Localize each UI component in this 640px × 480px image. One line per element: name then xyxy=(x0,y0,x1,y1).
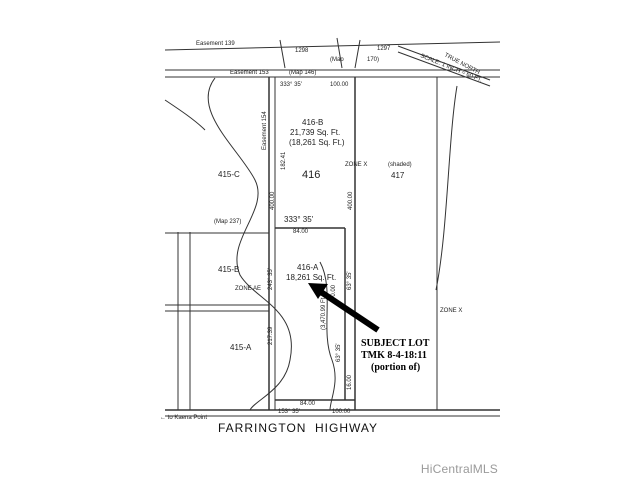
mid-bearing: 333° 35' xyxy=(284,215,314,224)
watermark: HiCentralMLS xyxy=(420,462,498,476)
map-237-label: (Map 237) xyxy=(214,219,241,225)
lot-415a-label: 415-A xyxy=(230,343,252,352)
bearing-63-b: 63° 35' xyxy=(336,343,342,362)
lot-415b-label: 415-B xyxy=(218,265,239,274)
bearing-63-a: 63° 35' xyxy=(347,271,353,290)
dim-400-right: 400.00 xyxy=(348,191,354,210)
lot-416a-area: 18,261 Sq. Ft. xyxy=(286,273,336,282)
subject-tmk: TMK 8-4-18:11 xyxy=(361,350,427,361)
lot-416b-area2: (18,261 Sq. Ft.) xyxy=(289,138,345,147)
bottom-length-2: 100.00 xyxy=(332,409,351,415)
bearing-243: 243° 35' xyxy=(268,268,274,290)
subject-arrow xyxy=(308,283,380,333)
lot-170-label: 170) xyxy=(367,57,379,63)
lot-416-label: 416 xyxy=(302,169,320,181)
road-highway: HIGHWAY xyxy=(315,421,378,435)
map-label: (Map xyxy=(330,57,344,63)
easement-139-label: Easement 139 xyxy=(196,41,235,47)
top-length: 100.00 xyxy=(330,82,349,88)
dim-182: 182.41 xyxy=(281,151,287,170)
zone-shaded: (shaded) xyxy=(388,162,412,168)
lot-416a-name: 416-A xyxy=(297,263,319,272)
lot-1298-label: 1298 xyxy=(295,48,309,54)
dim-400-left: 400.00 xyxy=(270,191,276,210)
dim-217: 217.39 xyxy=(268,326,274,345)
to-kaena-point: ← to Kaena Point xyxy=(160,415,207,421)
lot-416b-name: 416-B xyxy=(302,118,323,127)
easement-153-label: Easement 153 xyxy=(230,70,269,76)
top-bearing: 333° 35' xyxy=(280,82,302,88)
map-146-label: (Map 146) xyxy=(289,70,316,76)
dim-16: 16.00 xyxy=(347,374,353,390)
subject-portion: (portion of) xyxy=(371,362,420,373)
bottom-bearing: 153° 35' xyxy=(278,409,300,415)
lot-415c-label: 415-C xyxy=(218,170,240,179)
bottom-length: 84.00 xyxy=(300,401,316,407)
zone-x-right: ZONE X xyxy=(440,308,462,314)
lot-417-label: 417 xyxy=(391,171,405,180)
road-farrington: FARRINGTON xyxy=(218,421,306,435)
lot-416b-area1: 21,739 Sq. Ft. xyxy=(290,128,340,137)
lot-1297-label: 1297 xyxy=(377,46,391,52)
mid-length: 84.00 xyxy=(293,229,309,235)
dim-70: 70.00 xyxy=(331,284,337,300)
easement-154-label: Easement 154 xyxy=(262,111,268,150)
subject-lot-title: SUBJECT LOT xyxy=(361,338,430,349)
zone-ae: ZONE AE xyxy=(235,286,261,292)
dim-3470: (3,470.99 Ft.) xyxy=(321,294,327,330)
boundary-lines xyxy=(164,37,501,417)
zone-x-top: ZONE X xyxy=(345,162,367,168)
